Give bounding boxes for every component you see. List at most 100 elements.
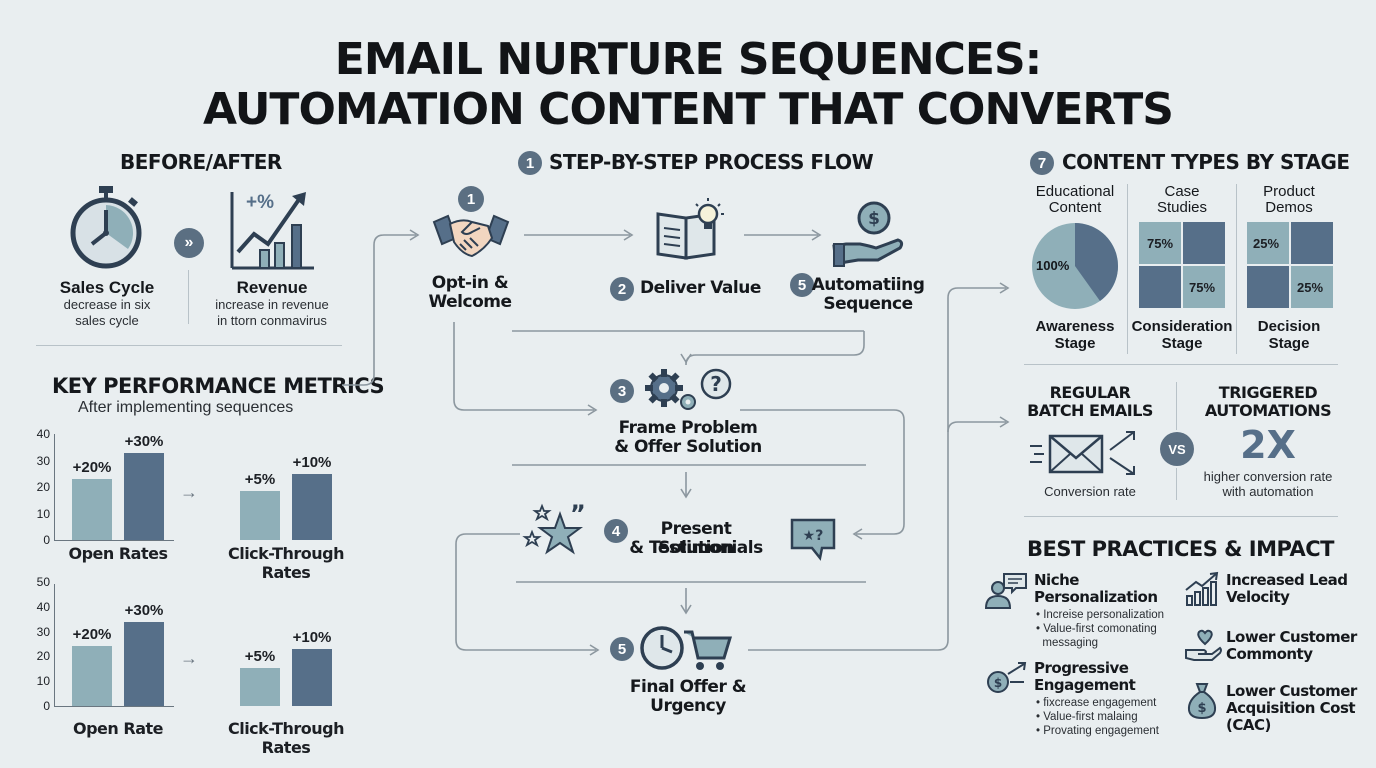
bp-lead-velocity-line2: Velocity (1226, 588, 1290, 606)
triggered-line1: TRIGGERED (1218, 383, 1318, 402)
consideration-grid: 75% 75% (1139, 222, 1225, 308)
consideration-value-1: 75% (1147, 236, 1174, 251)
triggered-caption-line1: higher conversion rate (1203, 469, 1333, 484)
step-1-label-line2: Welcome (428, 292, 512, 312)
revenue-line1: increase in revenue (215, 297, 329, 312)
content-col1-bottom-line2: Stage (1054, 335, 1096, 352)
decision-grid: 25% 25% (1247, 222, 1333, 308)
triggered-caption-line2: with automation (1222, 484, 1314, 499)
chart1-arrow-icon: → (180, 482, 198, 502)
chart1-y-tick: 30 (36, 453, 50, 468)
bp-progressive-bullet-1: • fixcrease engagement (1036, 697, 1157, 709)
triggered-line2: AUTOMATIONS (1204, 401, 1332, 420)
content-types-heading-number: 7 (1030, 151, 1054, 175)
step-5a-number: 5 (790, 273, 814, 297)
page-title-line1: EMAIL NURTURE SEQUENCES: (334, 34, 1042, 85)
chart1-category-label: Open Rates (68, 544, 168, 563)
bp-lower-cost2-line2: Acquisition Cost (1226, 699, 1356, 717)
money-hand-dollar-mark: $ (868, 209, 880, 229)
chart1-y-axis (54, 434, 55, 541)
content-col1-top-line2: Content (1048, 199, 1102, 216)
decision-value-1: 25% (1253, 236, 1280, 251)
content-types-heading: CONTENT TYPES BY STAGE (1062, 150, 1350, 174)
regular-line2: BATCH EMAILS (1027, 401, 1153, 420)
content-col3-bottom-line2: Stage (1268, 335, 1310, 352)
envelope-arrows-icon (1028, 428, 1144, 480)
content-types-divider (1024, 364, 1338, 365)
revenue-line2: in ttorn conmavirus (217, 313, 327, 328)
content-divider-2 (1236, 184, 1237, 354)
bp-niche-title2: Personalization (1034, 588, 1158, 606)
step-2-number: 2 (610, 277, 634, 301)
chart2-bar-label: +20% (72, 626, 112, 644)
chart2-bar-label: +30% (124, 601, 164, 619)
bp-progressive-title1: Progressive (1034, 659, 1129, 677)
decision-cell-2 (1291, 222, 1333, 264)
content-col1-bottom-line1: Awareness (1035, 318, 1115, 335)
chart1-bar-label: +30% (124, 432, 164, 450)
page-title-line2: AUTOMATION CONTENT THAT CONVERTS (203, 84, 1174, 135)
step-4-number: 4 (604, 519, 628, 543)
clock-cart-icon (640, 624, 733, 672)
content-col2-top-line1: Case (1164, 183, 1200, 200)
handshake-icon (432, 208, 510, 264)
process-heading: STEP-BY-STEP PROCESS FLOW (549, 150, 874, 174)
chart2-bar (240, 667, 280, 706)
step-3-label-line1: Frame Problem (618, 418, 758, 438)
process-heading-number: 1 (518, 151, 542, 175)
bp-lower-cost1-line1: Lower Customer (1226, 628, 1357, 646)
awareness-value: 100% (1036, 258, 1070, 273)
content-col2-bottom-line2: Stage (1161, 335, 1203, 352)
before-after-heading: BEFORE/AFTER (120, 150, 282, 174)
bp-lower-cost2-line1: Lower Customer (1226, 682, 1357, 700)
revenue-title: Revenue (236, 278, 308, 297)
coin-arrows-dollar-mark: $ (994, 676, 1002, 690)
person-chat-icon (984, 572, 1028, 612)
step-3-label-line2: & Offer Solution (614, 437, 762, 457)
money-bag-icon: $ (1186, 682, 1218, 720)
next-arrow-icon: » (174, 228, 204, 258)
svg-text:”: ” (570, 500, 586, 528)
chart2-y-tick: 40 (36, 599, 50, 614)
step-5b-number: 5 (610, 637, 634, 661)
money-bag-dollar-mark: $ (1197, 701, 1206, 716)
bp-niche-title1: Niche (1034, 571, 1079, 589)
step-3-number: 3 (610, 379, 634, 403)
step-2-label: Deliver Value (640, 278, 761, 298)
stopwatch-icon (68, 186, 144, 270)
chart1-bar-label: +20% (72, 459, 112, 477)
chart2-y-tick: 50 (36, 575, 50, 589)
consideration-value-2: 75% (1189, 280, 1216, 295)
regular-line1: REGULAR (1049, 383, 1131, 402)
content-col2-bottom-line1: Consideration (1131, 318, 1233, 335)
chart1-y-tick: 0 (43, 533, 50, 547)
chart1-y-tick: 10 (36, 506, 50, 521)
consideration-cell-1 (1139, 222, 1181, 264)
chart2-y-tick: 30 (36, 624, 50, 639)
comparison-divider (1024, 516, 1338, 517)
content-col1-top-line1: Educational (1035, 183, 1115, 200)
growth-chart-icon (1184, 571, 1220, 606)
revenue-percent-mark: +% (246, 192, 274, 213)
chart1-bar (292, 473, 332, 540)
chart1-bar (72, 479, 112, 540)
content-divider-1 (1127, 184, 1128, 354)
book-lightbulb-icon (652, 196, 728, 262)
content-col3-bottom-line1: Decision (1257, 318, 1321, 335)
decision-cell-4 (1291, 266, 1333, 308)
svg-text:?: ? (710, 372, 722, 396)
money-hand-icon: $ (832, 200, 904, 270)
step-5b-label-line2: Urgency (650, 696, 726, 716)
chat-bubble-icon: ★? (788, 516, 838, 561)
coin-arrows-icon: $ (984, 660, 1028, 696)
sales-cycle-line1: decrease in six (63, 297, 151, 312)
bp-niche-bullet-2: • Value-first comonating (1036, 623, 1157, 635)
chart1-bar-label: +5% (244, 470, 276, 488)
chart1-bar (124, 452, 164, 540)
content-col2-top-line2: Studies (1156, 199, 1208, 216)
content-col3-top-line1: Product (1263, 183, 1315, 200)
bp-progressive-title2: Engagement (1034, 676, 1136, 694)
